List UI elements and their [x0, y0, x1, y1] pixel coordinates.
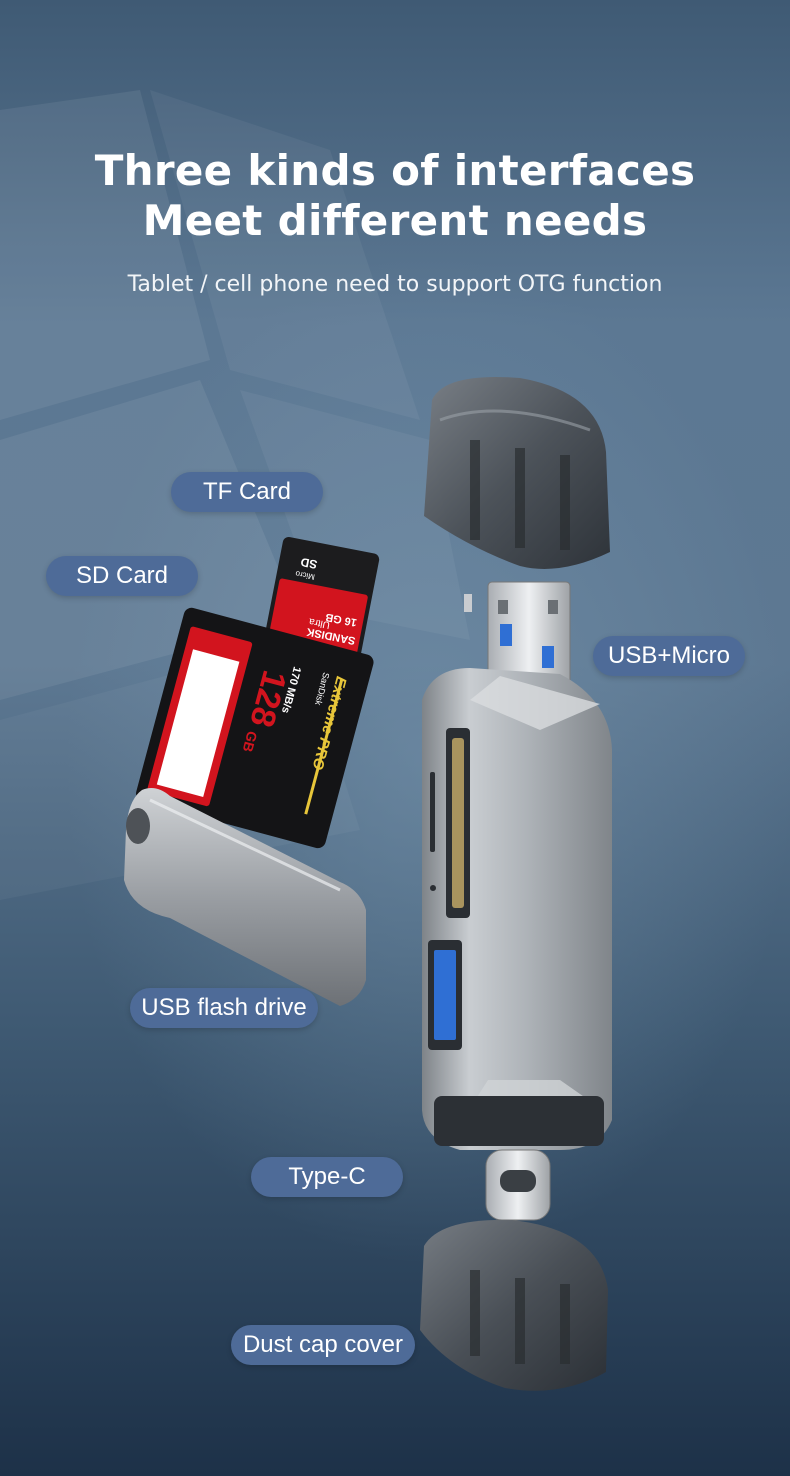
headline-line-2: Meet different needs — [142, 196, 648, 245]
sd-card-label: SD Card — [46, 556, 198, 596]
card-reader-body — [422, 668, 612, 1150]
top-dust-cap — [424, 376, 610, 569]
type-c-plug — [434, 1096, 604, 1221]
bottom-dust-cap — [420, 1219, 608, 1391]
usb-a-plug — [464, 581, 571, 695]
usb-flash-drive-label: USB flash drive — [130, 988, 318, 1028]
tf-card: 16 GB SANDISK Ultra SD Micro — [264, 537, 380, 660]
tf-card-label: TF Card — [171, 472, 323, 512]
tf-card-type: Micro — [294, 569, 315, 582]
tf-card-capacity: 16 GB — [324, 611, 358, 629]
subtitle: Tablet / cell phone need to support OTG … — [127, 272, 663, 297]
usb-micro-label: USB+Micro — [593, 636, 745, 676]
sd-card: SanDisk 128 GB 170 MB/s SanDisk Extreme … — [136, 607, 374, 849]
headline-line-1: Three kinds of interfaces — [94, 146, 696, 195]
dust-cap-label: Dust cap cover — [231, 1325, 415, 1365]
usb-flash-drive — [124, 788, 366, 1006]
type-c-label: Type-C — [251, 1157, 403, 1197]
tf-card-sd: SD — [299, 555, 318, 572]
sd-card-unit: GB — [240, 729, 261, 753]
tf-card-line: Ultra — [308, 615, 331, 630]
